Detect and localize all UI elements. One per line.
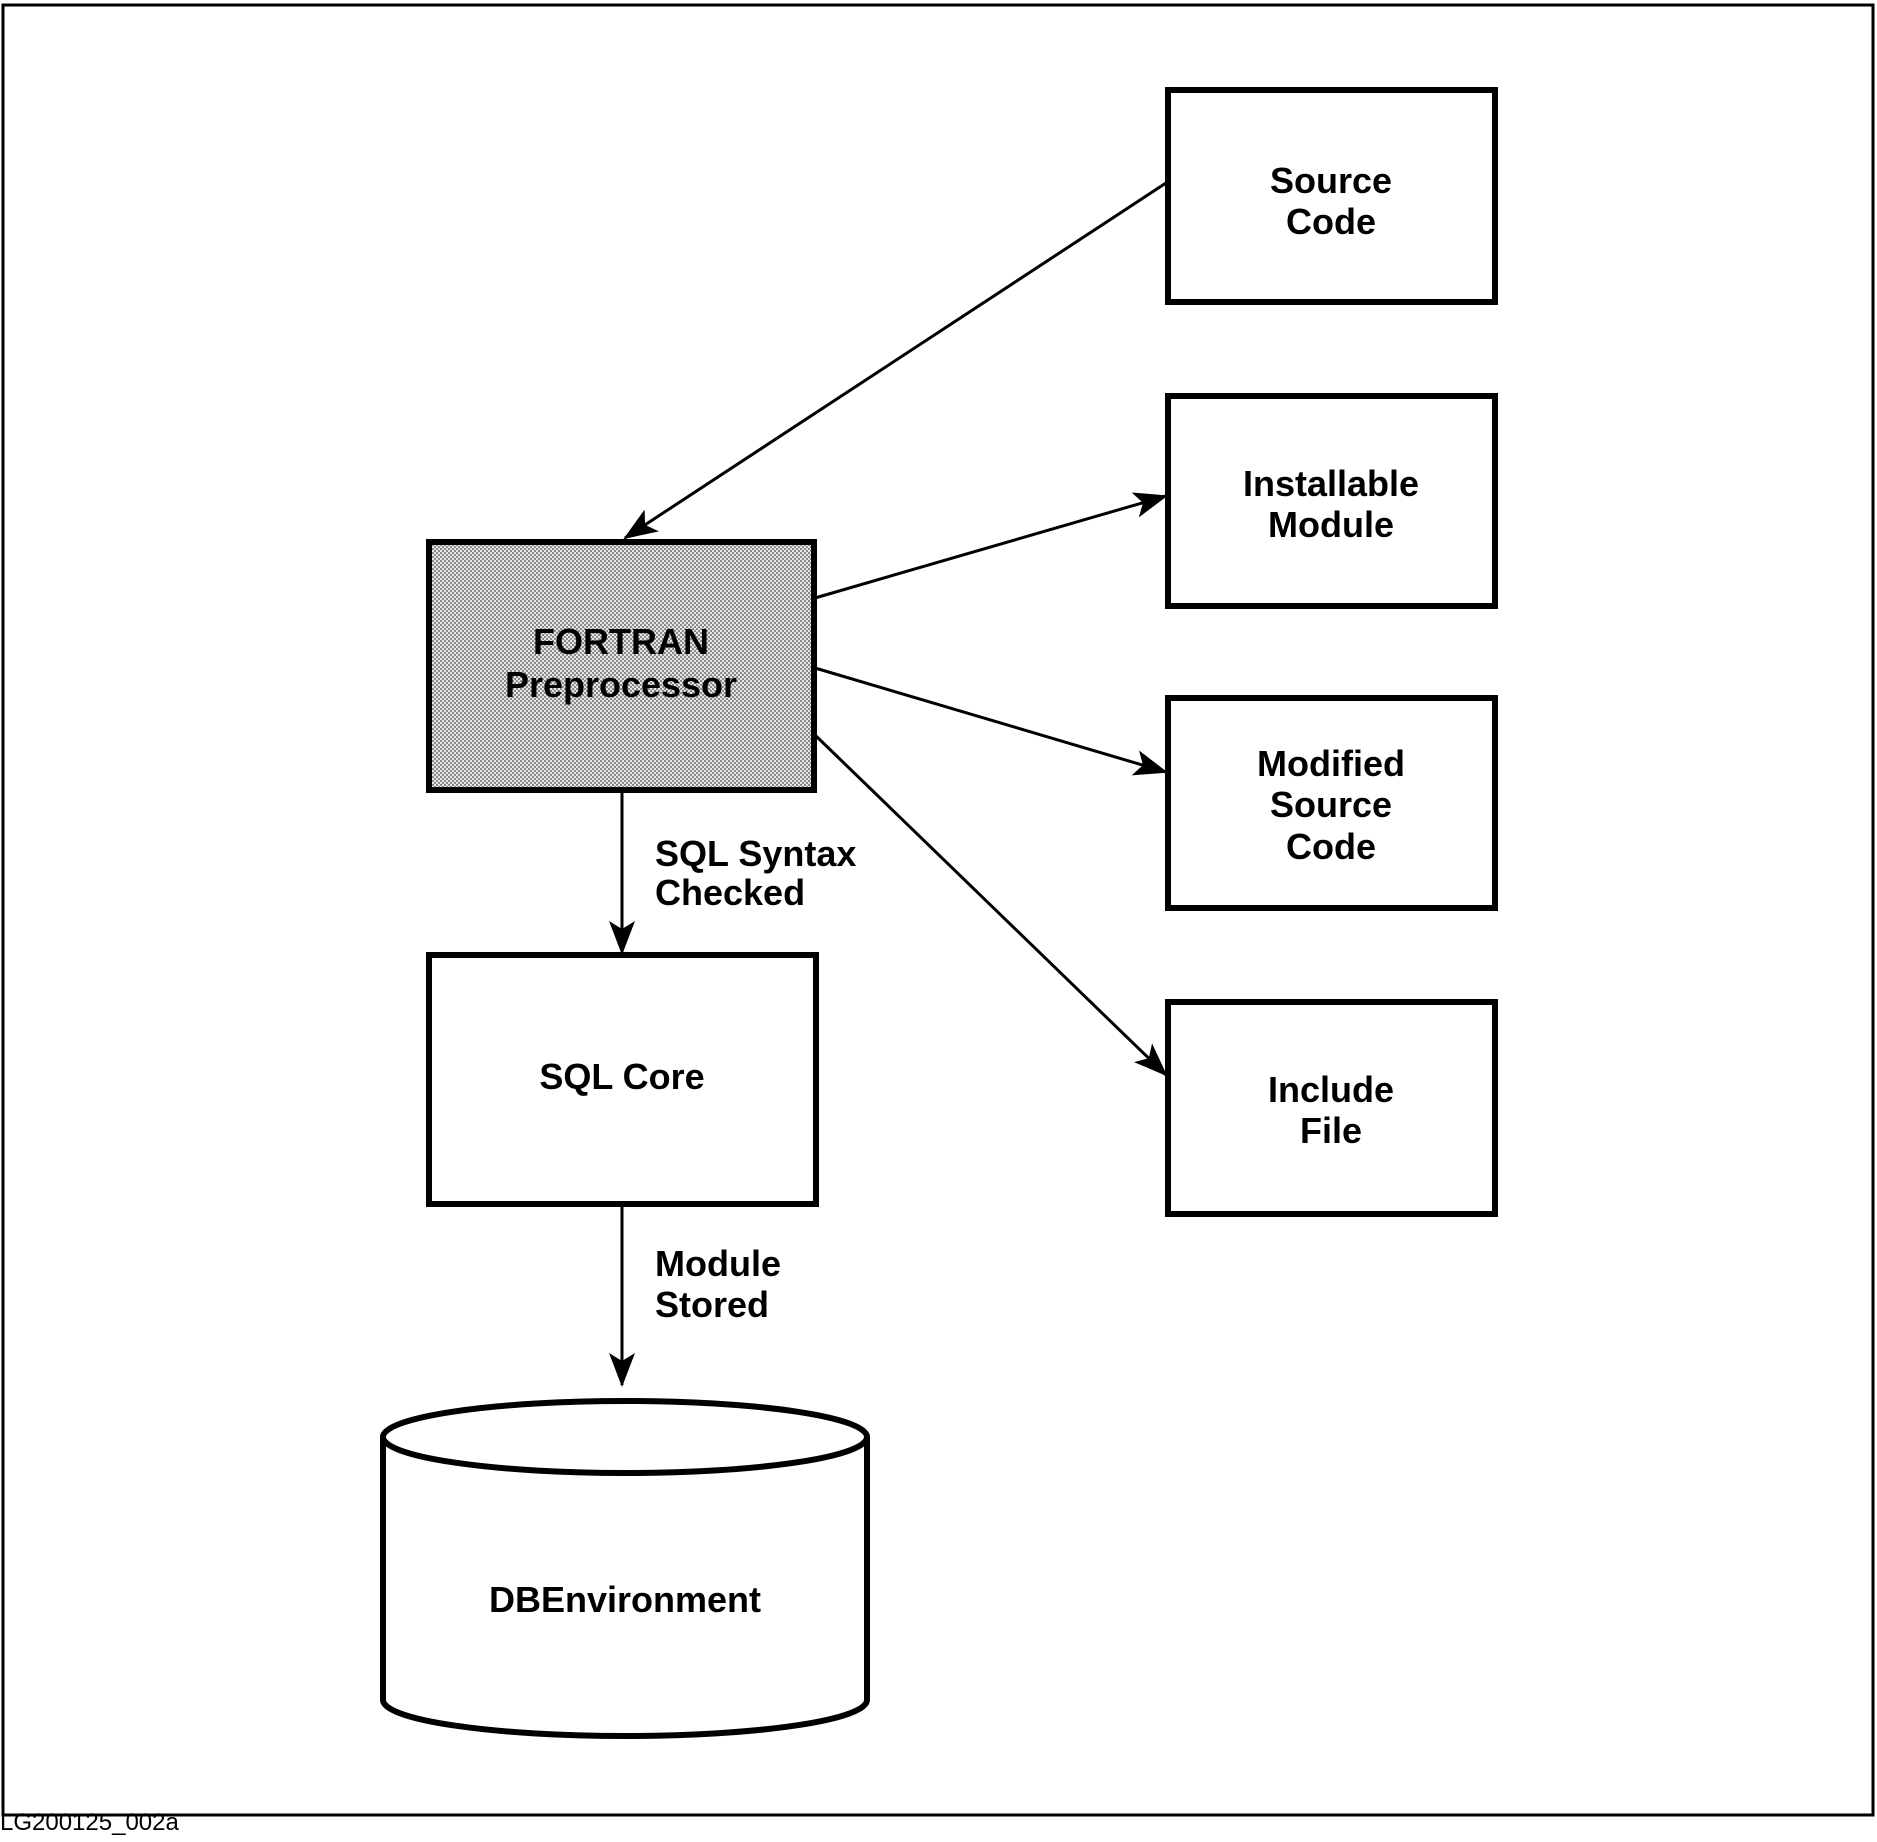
dbenvironment-cylinder-body [380, 1437, 870, 1739]
sql-core-box [426, 952, 819, 1207]
fortran-preprocessor-label-line2: Preprocessor [505, 664, 737, 705]
edge-source-to-preprocessor [623, 181, 1167, 540]
dbenvironment-cylinder-top [380, 1398, 870, 1476]
modified-source-code-label-line1: Modified [1257, 743, 1405, 784]
connectors [609, 181, 1168, 1387]
node-include-file: Include File [1165, 999, 1498, 1217]
syntax-checked-line2: Checked [655, 872, 805, 913]
sql-core-label: SQL Core [539, 1056, 704, 1097]
fortran-preprocessor-label-line1: FORTRAN [533, 621, 709, 662]
module-stored-line2: Stored [655, 1284, 769, 1325]
edge-preprocessor-to-include [813, 733, 1168, 1077]
edge-label-syntax-checked: SQL Syntax Checked [655, 833, 856, 913]
edge-preprocessor-to-installable [814, 492, 1168, 600]
figure-id-label: LG200125_002a [0, 1809, 179, 1836]
node-installable-module: Installable Module [1165, 393, 1498, 609]
modified-source-code-box [1165, 695, 1498, 911]
edge-label-module-stored: Module Stored [655, 1243, 781, 1325]
outer-frame [1, 3, 1875, 1817]
dbenvironment-label: DBEnvironment [489, 1579, 761, 1620]
modified-source-code-label-line2: Source [1270, 784, 1392, 825]
installable-module-label-line1: Installable [1243, 463, 1419, 504]
include-file-label-line1: Include [1268, 1069, 1394, 1110]
edge-preprocessor-to-modified [814, 666, 1168, 776]
node-sql-core: SQL Core [426, 952, 819, 1207]
node-source-code: Source Code [1165, 87, 1498, 305]
module-stored-line1: Module [655, 1243, 781, 1284]
installable-module-label-line2: Module [1268, 504, 1394, 545]
fortran-preprocessor-box [426, 539, 817, 793]
node-dbenvironment: DBEnvironment [380, 1398, 870, 1739]
source-code-label-line2: Code [1286, 201, 1376, 242]
include-file-box [1165, 999, 1498, 1217]
source-code-label-line1: Source [1270, 160, 1392, 201]
installable-module-box [1165, 393, 1498, 609]
node-modified-source-code: Modified Source Code [1165, 695, 1498, 911]
syntax-checked-line1: SQL Syntax [655, 833, 856, 874]
source-code-box [1165, 87, 1498, 305]
node-fortran-preprocessor: FORTRAN Preprocessor [426, 539, 817, 793]
modified-source-code-label-line3: Code [1286, 826, 1376, 867]
include-file-label-line2: File [1300, 1110, 1362, 1151]
